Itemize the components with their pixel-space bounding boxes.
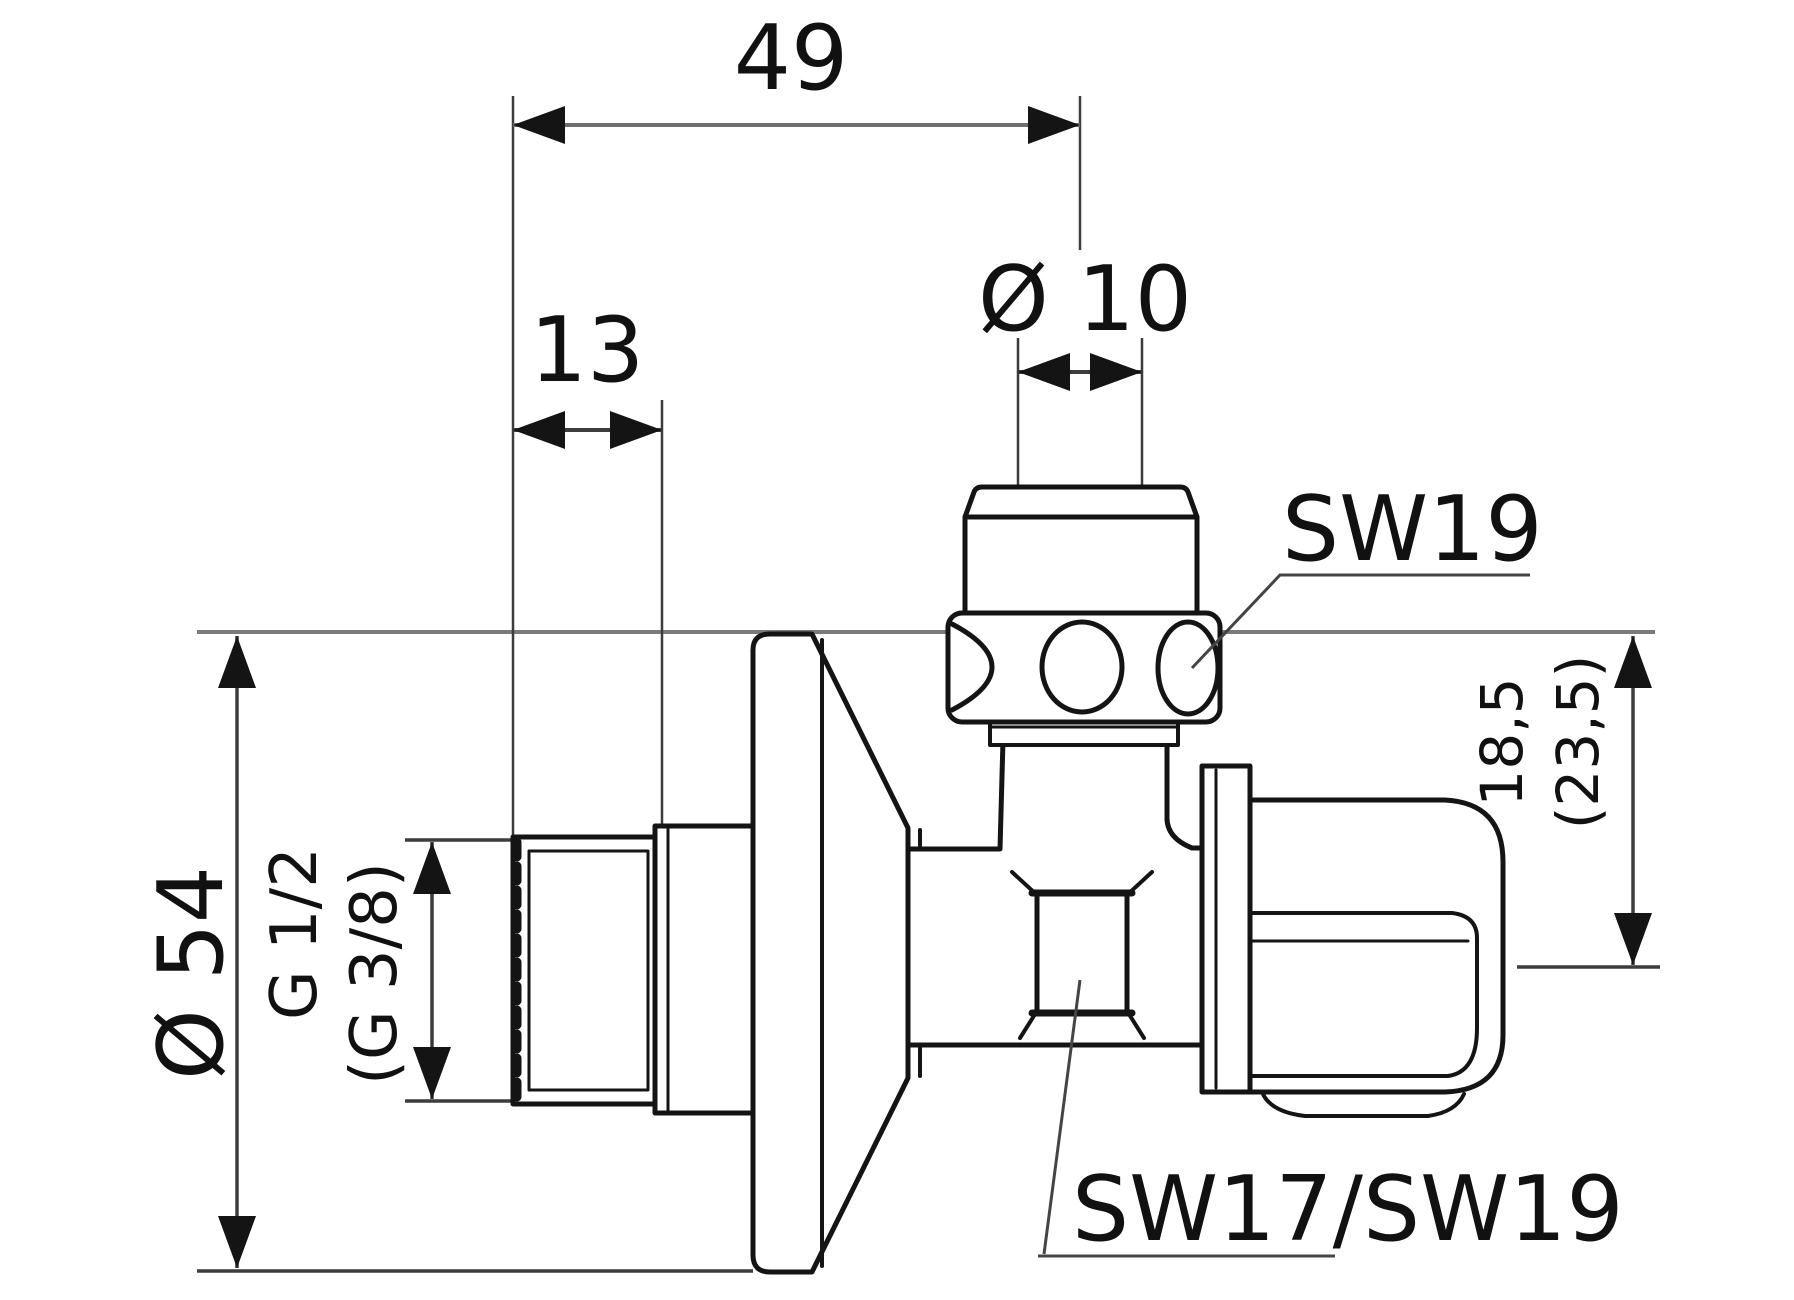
- outlet-assembly: [1199, 763, 1506, 1118]
- sw19-leader-line: [1190, 573, 1530, 670]
- dim-d54-arrow-bottom: [218, 1216, 256, 1268]
- label-sw17-sw19: SW17/SW19: [1038, 979, 1624, 1262]
- dimension-13: 13: [513, 298, 662, 449]
- dim-d10-label: Ø 10: [978, 247, 1192, 352]
- sw17-leader-line: [1042, 979, 1082, 1255]
- dim-13-arrow-left: [513, 411, 565, 449]
- inlet-thread-core: [527, 849, 650, 1092]
- extension-lines: [197, 96, 1660, 1273]
- stop-washer: [652, 823, 756, 1116]
- dim-d10-arrow-left: [1018, 353, 1070, 391]
- label-sw19: SW19: [1190, 477, 1543, 670]
- seat-boss: [1010, 870, 1154, 1040]
- outlet-union-ring: [1199, 763, 1253, 1095]
- dim-d54-label: Ø 54: [139, 866, 244, 1080]
- dimension-diameter-10: Ø 10: [978, 247, 1192, 391]
- sw17-sw19-label: SW17/SW19: [1072, 1157, 1624, 1262]
- compression-nut: [962, 514, 1200, 616]
- outlet-offset-alt-label: (23,5): [1544, 655, 1612, 829]
- knurled-nut-ring: [945, 610, 1223, 725]
- dim-185-arrow-top: [1614, 636, 1652, 688]
- dim-49-arrow-right: [1028, 106, 1080, 144]
- seat-boss-tick-br: [1125, 1009, 1146, 1040]
- knurl-dimple-left: [949, 621, 995, 713]
- knurl-dimple-right: [1155, 619, 1221, 717]
- dimension-diameter-54: Ø 54: [139, 636, 256, 1268]
- outlet-offset-label: 18,5: [1468, 677, 1536, 806]
- dimension-outlet-offset: 18,5 (23,5): [1468, 636, 1652, 965]
- compression-nut-chamfer: [962, 484, 1200, 520]
- seat-boss-tick-tr: [1125, 870, 1154, 897]
- dimension-inlet-thread: G 1/2 (G 3/8): [258, 842, 451, 1099]
- inlet-thread-label: G 1/2: [258, 847, 332, 1020]
- dim-13-label: 13: [530, 298, 645, 403]
- seat-boss-tick-bl: [1018, 1009, 1039, 1040]
- dim-13-arrow-right: [610, 411, 662, 449]
- dim-49-label: 49: [734, 6, 849, 111]
- outlet-cap-face-contour: [1248, 911, 1479, 1078]
- seat-boss-body: [1034, 890, 1130, 1016]
- dim-d54-arrow-top: [218, 636, 256, 688]
- dim-g-arrow-top: [413, 842, 451, 894]
- dim-d10-arrow-right: [1090, 353, 1142, 391]
- dimension-49: 49: [513, 6, 1080, 144]
- dim-g-arrow-bottom: [413, 1047, 451, 1099]
- seat-boss-tick-tl: [1010, 870, 1039, 897]
- angle-valve-body: [510, 484, 1506, 1275]
- inlet-thread-alt-label: (G 3/8): [338, 862, 412, 1085]
- dim-185-arrow-bottom: [1614, 913, 1652, 965]
- wall-flange: [750, 631, 911, 1275]
- sw19-label: SW19: [1282, 477, 1543, 582]
- knurl-dimple-center: [1039, 619, 1125, 715]
- dim-49-arrow-left: [513, 106, 565, 144]
- outlet-cap: [1247, 797, 1506, 1095]
- outlet-cap-bottom-chamfer: [1260, 1090, 1466, 1118]
